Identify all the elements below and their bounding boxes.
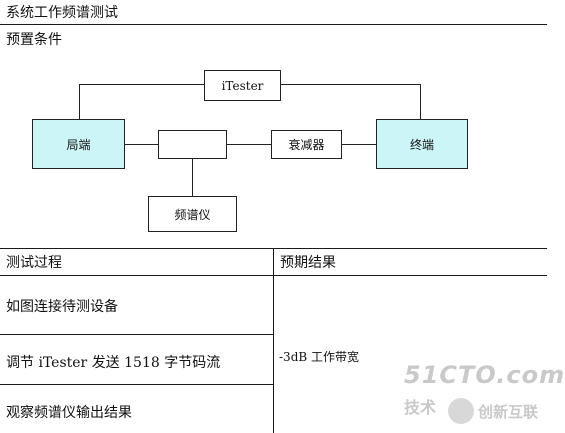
watermark-brand: 创新互联	[478, 403, 539, 421]
table-header-border	[0, 275, 547, 276]
local-box: 局端	[32, 119, 125, 169]
page-title: 系统工作频谱测试	[6, 5, 118, 21]
wire-center-attenuator	[226, 144, 272, 145]
step-3: 观察频谱仪输出结果	[6, 405, 132, 421]
wire-terminal-up	[420, 84, 421, 119]
terminal-box: 终端	[376, 119, 468, 169]
document-page: { "header": { "title": "系统工作频谱测试" }, "pr…	[0, 5, 565, 433]
spectrum-analyzer-box: 频谱仪	[148, 196, 237, 232]
wire-itester-left	[79, 84, 205, 85]
watermark-tech: 技术	[404, 398, 437, 417]
watermark-logo-icon	[448, 398, 474, 424]
wire-local-center	[124, 144, 159, 145]
table-column-divider	[273, 248, 274, 433]
center-box	[158, 130, 227, 159]
step-2: 调节 iTester 发送 1518 字节码流	[6, 355, 221, 371]
wire-attenuator-terminal	[341, 144, 377, 145]
watermark-51cto: 51CTO.com	[404, 361, 565, 389]
step-1: 如图连接待测设备	[6, 299, 118, 315]
header-test-process: 测试过程	[6, 255, 62, 271]
wire-local-up	[79, 84, 80, 120]
attenuator-box: 衰减器	[271, 130, 342, 159]
row-divider	[0, 334, 274, 335]
header-expected-result: 预期结果	[280, 255, 336, 271]
row-divider	[0, 384, 274, 385]
wire-itester-right	[280, 84, 421, 85]
itester-box: iTester	[204, 70, 281, 101]
expected-result: -3dB 工作带宽	[279, 350, 360, 364]
precondition-label: 预置条件	[6, 32, 62, 48]
wire-center-spectrum	[192, 158, 193, 197]
divider	[0, 24, 547, 25]
